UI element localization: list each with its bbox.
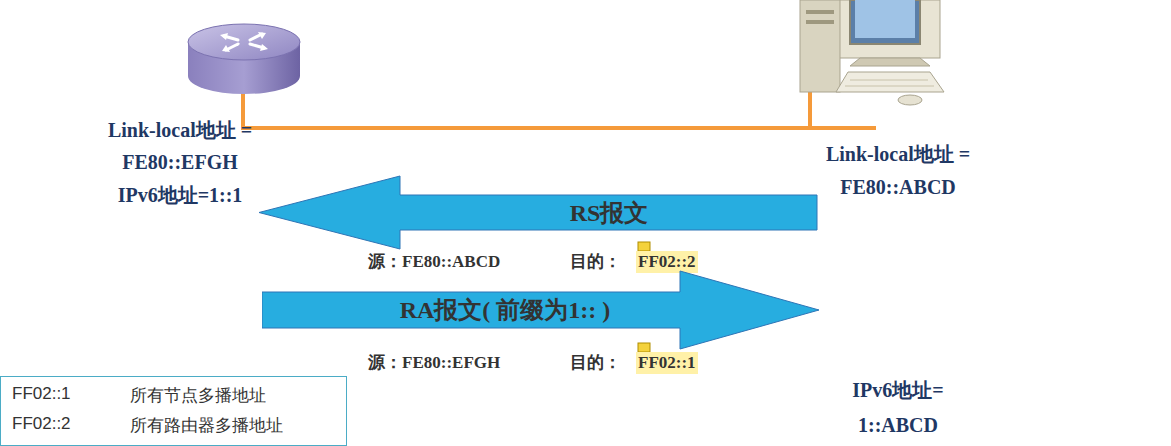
address-label: 源：FE80::ABCD [368, 251, 500, 273]
multicast-address: FF02::1 [636, 352, 698, 374]
legend-address: FF02::1 [12, 384, 71, 404]
address-label: 1::ABCD [858, 413, 938, 437]
link-wire [241, 92, 876, 128]
legend-meaning: 所有路由器多播地址 [130, 414, 283, 437]
rs-message-arrow: RS报文 [258, 175, 818, 250]
address-label: 源：FE80::EFGH [368, 352, 500, 374]
address-label: Link-local地址 = [826, 142, 970, 166]
arrow-shape [258, 175, 818, 250]
legend-address: FF02::2 [12, 414, 71, 434]
address-label: IPv6地址= [852, 378, 943, 402]
message-name: RA报文( 前缀为1:: ) [400, 294, 611, 326]
address-label: Link-local地址 = [108, 118, 252, 142]
address-label: FE80::ABCD [840, 175, 956, 199]
address-label: 目的： [570, 251, 621, 273]
multicast-address: FF02::2 [636, 251, 698, 273]
address-label: FE80::EFGH [122, 150, 238, 174]
address-label: 目的： [570, 352, 621, 374]
router-icon [188, 24, 300, 94]
multicast-legend: FF02::1 所有节点多播地址FF02::2 所有路由器多播地址 [0, 376, 347, 446]
ra-message-arrow: RA报文( 前缀为1:: ) [262, 270, 820, 350]
legend-meaning: 所有节点多播地址 [130, 384, 266, 407]
message-name: RS报文 [570, 197, 649, 229]
computer-icon [800, 0, 944, 105]
address-label: IPv6地址=1::1 [118, 183, 243, 207]
